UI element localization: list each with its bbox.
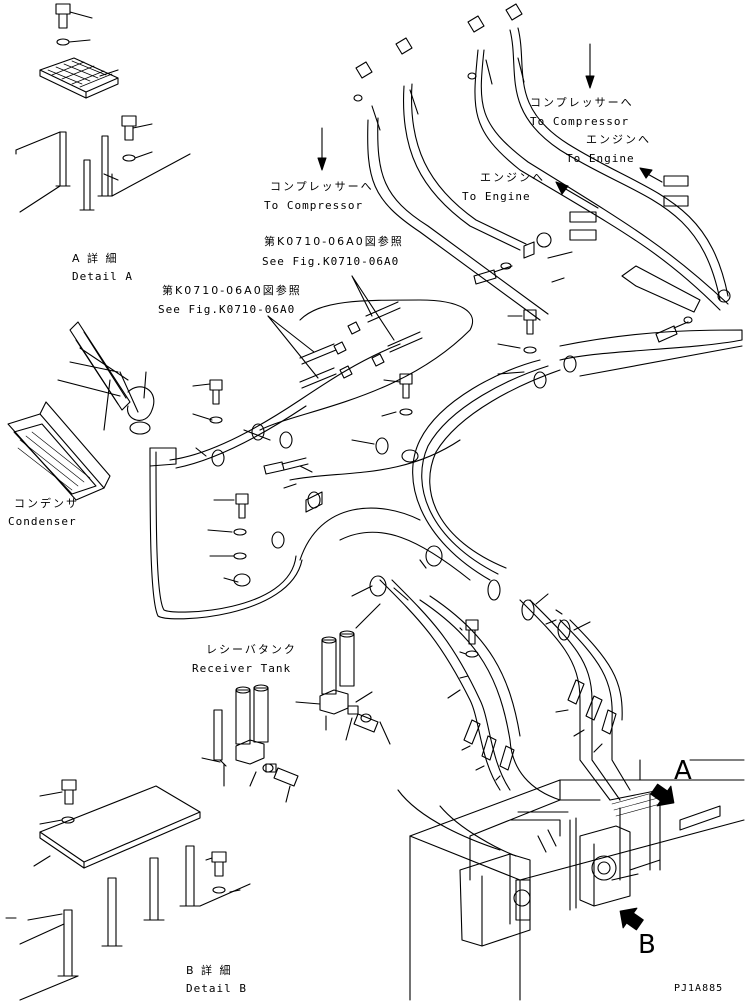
see-figure-parts xyxy=(268,276,422,388)
condenser-jp: コンデンサ xyxy=(14,497,79,510)
receiver-tank-en: Receiver Tank xyxy=(192,662,292,675)
detail-a-en: Detail A xyxy=(72,270,133,283)
engine-compartment-drawing xyxy=(398,760,744,1000)
see-fig-lower-jp: 第K0710-06A0図参照 xyxy=(162,284,302,297)
see-fig-upper-jp: 第K0710-06A0図参照 xyxy=(264,235,404,248)
drawing-number: PJ1A885 xyxy=(674,983,724,994)
to-compressor-right-en: To Compressor xyxy=(530,115,630,128)
to-engine-mid-jp: エンジンへ xyxy=(480,171,545,184)
leader-arrows xyxy=(318,44,662,208)
detail-a-jp: A 詳 細 xyxy=(72,252,119,265)
receiver-tank-drawing xyxy=(202,631,390,802)
to-compressor-left-jp: コンプレッサーへ xyxy=(270,180,374,193)
to-compressor-left-en: To Compressor xyxy=(264,199,364,212)
condenser-en: Condenser xyxy=(8,515,77,528)
see-fig-lower-en: See Fig.K0710-06A0 xyxy=(158,303,296,316)
view-arrows xyxy=(613,779,680,934)
to-engine-right-en: To Engine xyxy=(566,152,635,165)
bolts-washers xyxy=(193,252,692,780)
view-b-label: B xyxy=(638,930,656,960)
view-a-label: A xyxy=(674,756,692,786)
detail-a-drawing xyxy=(16,4,190,212)
see-fig-upper-en: See Fig.K0710-06A0 xyxy=(262,255,400,268)
to-compressor-right-jp: コンプレッサーへ xyxy=(530,96,634,109)
to-engine-mid-en: To Engine xyxy=(462,190,531,203)
detail-b-drawing xyxy=(6,780,250,1000)
detail-b-en: Detail B xyxy=(186,982,247,995)
pipe-routing xyxy=(170,4,742,800)
to-engine-right-jp: エンジンへ xyxy=(586,133,651,146)
detail-b-jp: B 詳 細 xyxy=(186,964,233,977)
condenser-drawing xyxy=(8,322,302,619)
receiver-tank-jp: レシーバタンク xyxy=(206,643,297,656)
